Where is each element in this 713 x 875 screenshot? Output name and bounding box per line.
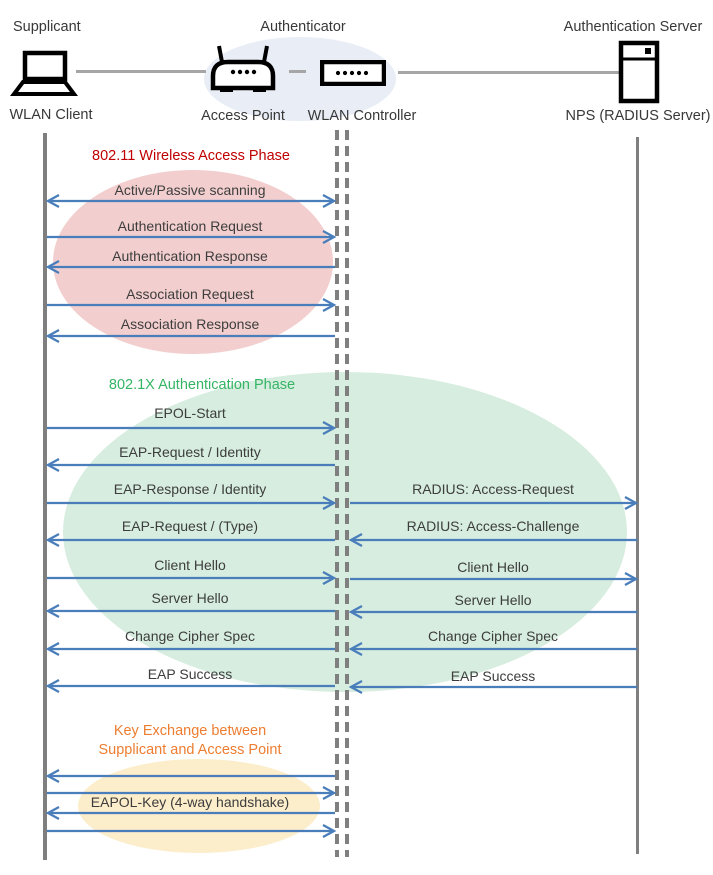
message-label: EAP-Request / Identity [119,444,261,460]
message-arrow [45,603,335,619]
message-arrow [47,229,337,245]
message-label: EAP Success [450,668,536,684]
message-label: Association Response [120,316,260,332]
phase-title-80211-wireless-access: 802.11 Wireless Access Phase [92,148,290,164]
message-arrow [47,495,337,511]
message-arrow [45,641,335,657]
message-arrow [47,570,337,586]
authenticator-lifeline-dashed-left [335,130,339,857]
key-exchange-phase-ellipse [78,759,320,853]
message-label: EAP Success [147,666,233,682]
message-arrow [348,532,637,548]
message-label: Server Hello [454,592,532,608]
message-arrow [348,641,637,657]
message-label: Change Cipher Spec [125,628,255,644]
server-icon [618,40,660,104]
link-controller-to-server [398,71,625,74]
message-arrow [45,259,335,275]
message-label: Client Hello [154,557,226,573]
message-label: Server Hello [151,590,229,606]
device-access-point: Access Point [201,108,285,124]
role-authentication-server: Authentication Server [563,19,703,35]
message-arrow [45,768,335,784]
authenticator-lifeline-dashed-right [345,130,349,857]
role-authenticator: Authenticator [260,19,346,35]
access-point-icon [210,45,276,92]
message-label: Authentication Response [112,248,268,264]
supplicant-lifeline [43,133,47,860]
message-arrow [348,604,637,620]
message-label: Client Hello [457,559,529,575]
message-label: Authentication Request [117,218,263,234]
message-label: Change Cipher Spec [428,628,558,644]
message-arrow [47,785,337,801]
message-arrow [47,297,337,313]
phase-title-8021x-authentication: 802.1X Authentication Phase [108,377,296,393]
message-label: EPOL-Start [154,405,226,421]
role-supplicant: Supplicant [13,19,81,35]
message-label: EAPOL-Key (4-way handshake) [90,794,290,810]
message-arrow [350,495,639,511]
device-wlan-client: WLAN Client [9,107,93,123]
message-label: Association Request [126,286,254,302]
message-arrow [45,457,335,473]
message-arrow [348,679,637,695]
message-arrow [45,532,335,548]
message-label: RADIUS: Access-Challenge [406,518,580,534]
message-label: EAP-Response / Identity [113,481,267,497]
message-arrow [47,823,337,839]
phase-title-key-exchange: Key Exchange between Supplicant and Acce… [98,723,282,758]
message-label: EAP-Request / (Type) [121,518,259,534]
message-label: Active/Passive scanning [114,182,266,198]
wlan-controller-icon [320,60,386,86]
device-nps-radius-server: NPS (RADIUS Server) [565,108,711,124]
server-lifeline [636,137,639,854]
message-arrow [47,420,337,436]
device-wlan-controller: WLAN Controller [307,108,417,124]
message-arrow [45,193,337,209]
message-label: RADIUS: Access-Request [412,481,574,497]
laptop-icon [10,50,78,96]
link-client-to-ap [76,70,206,73]
message-arrow [45,328,335,344]
message-arrow [45,805,335,821]
link-ap-to-controller [289,70,306,73]
message-arrow [45,678,335,694]
message-arrow [350,571,639,587]
